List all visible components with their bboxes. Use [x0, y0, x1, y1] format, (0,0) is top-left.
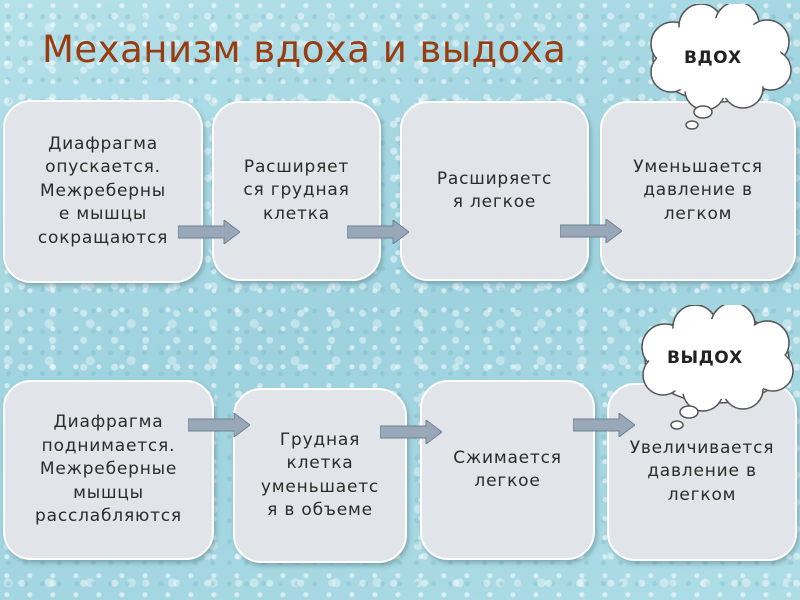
inhale-arrow-2: [347, 220, 409, 244]
exhale-step-label: Диафрагма поднимается. Межреберные мышцы…: [35, 412, 182, 527]
exhale-step-label: Сжимается легкое: [453, 447, 562, 491]
inhale-step-label: Расширяет ся грудная клетка: [243, 156, 350, 224]
inhale-cloud-label: ВДОХ: [684, 48, 742, 68]
inhale-arrow-3: [560, 219, 622, 243]
exhale-step-label: Увеличивается давление в легком: [629, 437, 775, 505]
inhale-step-lung: Расширяетс я легкое: [400, 101, 589, 281]
exhale-step-label: Грудная клетка уменьшаетс я в объеме: [260, 429, 380, 520]
inhale-step-label: Уменьшается давление в легком: [633, 156, 763, 224]
exhale-arrow-2: [380, 420, 442, 444]
page-title: Механизм вдоха и выдоха: [42, 28, 567, 71]
inhale-step-chest: Расширяет ся грудная клетка: [212, 101, 381, 281]
exhale-step-lung: Сжимается легкое: [420, 380, 595, 560]
inhale-step-label: Расширяетс я легкое: [436, 168, 553, 212]
exhale-arrow-3: [573, 413, 635, 437]
inhale-step-label: Диафрагма опускается. Межреберны е мышцы…: [37, 133, 169, 248]
exhale-arrow-1: [188, 413, 250, 437]
exhale-step-chest: Грудная клетка уменьшаетс я в объеме: [233, 388, 407, 563]
inhale-arrow-1: [178, 220, 240, 244]
exhale-step-diaphragm: Диафрагма поднимается. Межреберные мышцы…: [3, 380, 214, 560]
inhale-step-diaphragm: Диафрагма опускается. Межреберны е мышцы…: [3, 100, 203, 283]
inhale-thought-cloud: [650, 4, 792, 130]
exhale-thought-cloud: [641, 305, 794, 430]
exhale-cloud-label: ВЫДОХ: [667, 348, 743, 368]
inhale-step-pressure: Уменьшается давление в легком: [600, 101, 796, 281]
